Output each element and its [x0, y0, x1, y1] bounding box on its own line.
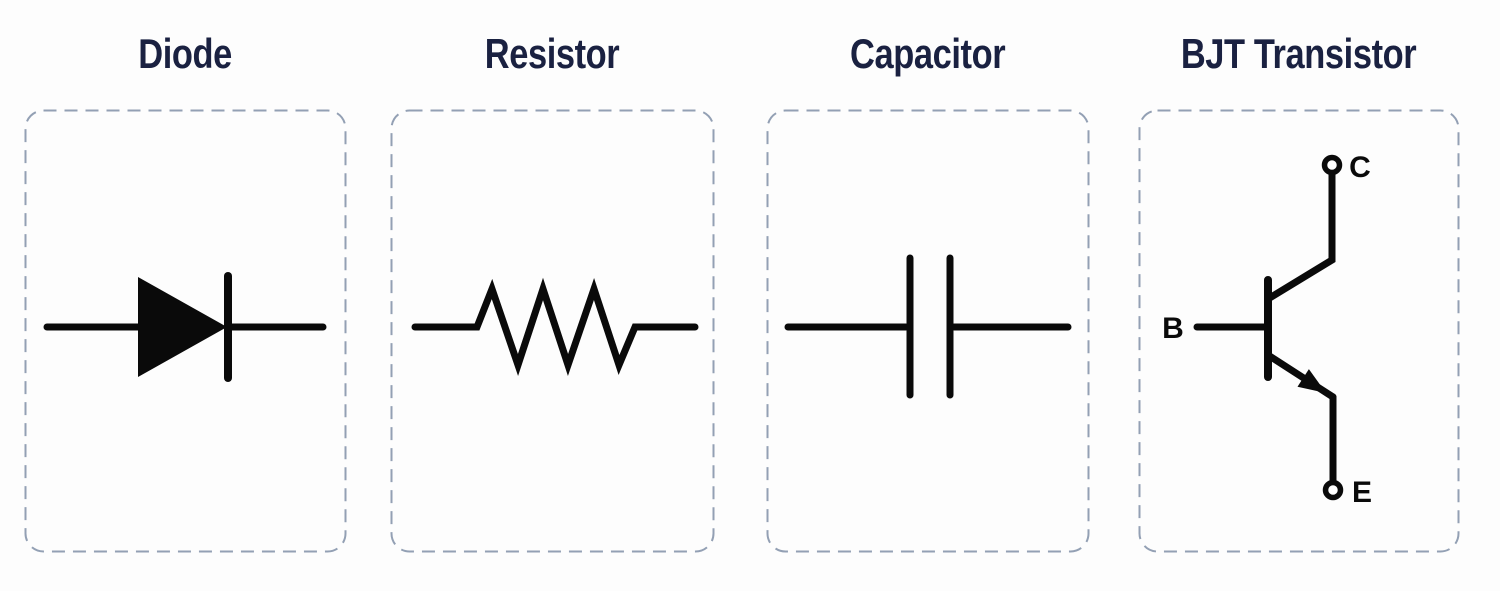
- capacitor-symbol-svg: [766, 109, 1090, 553]
- panel-title-resistor: Resistor: [390, 33, 715, 75]
- card-dashed-border: [390, 109, 715, 553]
- panel-title-capacitor-text: Capacitor: [850, 30, 1006, 77]
- panel-diode: Diode: [24, 0, 347, 591]
- diode-triangle: [138, 277, 227, 377]
- panel-title-diode-text: Diode: [138, 30, 233, 77]
- bjt-emitter-terminal-icon: [1322, 479, 1344, 501]
- bjt-base-label: B: [1162, 312, 1184, 345]
- resistor-icon: [411, 277, 699, 377]
- card-dashed-border: [766, 109, 1090, 553]
- resistor-zigzag: [411, 277, 699, 377]
- diode-icon: [43, 272, 327, 382]
- panel-resistor: Resistor: [390, 0, 715, 591]
- panel-bjt: BJT Transistor B C E: [1138, 0, 1460, 591]
- bjt-symbol-svg: B C E: [1138, 109, 1460, 553]
- card-bjt: B C E: [1138, 109, 1460, 553]
- bjt-emitter-label: E: [1352, 476, 1372, 509]
- panel-title-diode: Diode: [24, 33, 347, 75]
- bjt-collector-lead: [1264, 171, 1336, 303]
- panel-title-capacitor: Capacitor: [766, 33, 1090, 75]
- card-resistor: [390, 109, 715, 553]
- panel-title-resistor-text: Resistor: [485, 30, 620, 77]
- bjt-collector-label: C: [1349, 151, 1371, 184]
- diode-symbol-svg: [24, 109, 347, 553]
- bjt-emitter-arrow-icon: [1297, 369, 1326, 393]
- card-capacitor: [766, 109, 1090, 553]
- resistor-symbol-svg: [390, 109, 715, 553]
- card-dashed-border: [1138, 109, 1460, 553]
- card-diode: [24, 109, 347, 553]
- card-dashed-border: [24, 109, 347, 553]
- panel-capacitor: Capacitor: [766, 0, 1090, 591]
- bjt-npn-icon: B C E: [1162, 151, 1372, 509]
- capacitor-icon: [784, 254, 1072, 399]
- bjt-collector-terminal-icon: [1321, 154, 1343, 176]
- panel-title-bjt-text: BJT Transistor: [1181, 30, 1417, 77]
- panel-title-bjt: BJT Transistor: [1138, 33, 1460, 75]
